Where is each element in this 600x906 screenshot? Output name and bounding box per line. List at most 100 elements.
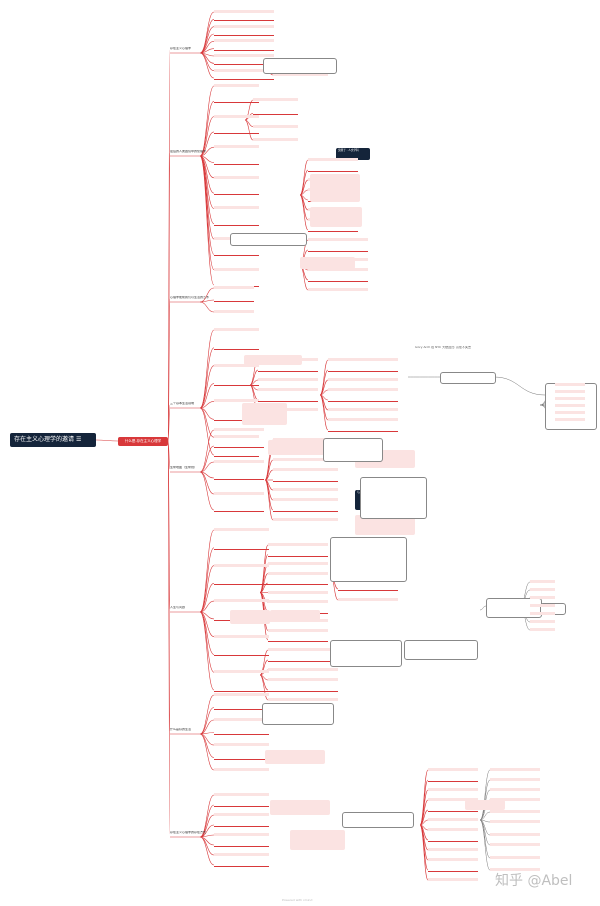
collapsed-node[interactable] <box>328 428 398 432</box>
collapsed-node[interactable] <box>268 688 338 692</box>
collapsed-node[interactable] <box>214 99 259 104</box>
collapsed-node[interactable] <box>214 731 269 735</box>
collapsed-node[interactable] <box>214 17 274 22</box>
collapsed-node[interactable] <box>268 553 328 557</box>
collapsed-node[interactable] <box>490 788 540 791</box>
collapsed-node[interactable] <box>268 581 328 585</box>
collapsed-node[interactable] <box>214 833 269 836</box>
collapsed-node[interactable] <box>214 599 269 603</box>
collapsed-node[interactable] <box>490 868 540 871</box>
collapsed-node[interactable] <box>214 652 269 657</box>
collapsed-node[interactable] <box>268 590 328 594</box>
collapsed-node[interactable] <box>338 598 398 601</box>
collapsed-node[interactable] <box>308 158 358 161</box>
collapsed-node[interactable] <box>490 768 540 771</box>
branch-label[interactable]: 什么是好的生活 <box>170 728 192 731</box>
collapsed-node[interactable] <box>253 138 298 141</box>
collapsed-node[interactable] <box>308 278 368 282</box>
collapsed-node[interactable] <box>308 288 368 291</box>
collapsed-node[interactable] <box>214 252 259 257</box>
collapsed-node[interactable] <box>214 492 264 495</box>
collapsed-node[interactable] <box>428 808 478 812</box>
collapsed-node[interactable] <box>428 838 478 842</box>
collapsed-node[interactable] <box>258 388 318 391</box>
collapsed-node[interactable] <box>268 562 328 565</box>
collapsed-node[interactable] <box>258 398 318 402</box>
collapsed-node[interactable] <box>328 378 398 381</box>
collapsed-node[interactable] <box>428 798 478 801</box>
collapsed-node[interactable] <box>328 418 398 421</box>
collapsed-node[interactable] <box>273 438 338 441</box>
branch-label[interactable]: 存在主义心理学 <box>170 47 192 50</box>
collapsed-node[interactable] <box>214 718 269 721</box>
branch-label[interactable]: 存在主义心理学的存在方式 <box>170 831 207 834</box>
collapsed-node[interactable] <box>214 399 259 403</box>
collapsed-node[interactable] <box>428 868 478 872</box>
collapsed-node[interactable] <box>214 382 259 386</box>
collapsed-node[interactable] <box>214 222 259 226</box>
collapsed-node[interactable] <box>214 191 259 196</box>
collapsed-node[interactable] <box>308 168 358 172</box>
collapsed-node[interactable] <box>338 587 398 591</box>
collapsed-node[interactable] <box>214 363 259 367</box>
collapsed-node[interactable] <box>214 743 269 746</box>
collapsed-node[interactable] <box>268 628 328 632</box>
branch-label[interactable]: 心理学能帮我们以生活的艺术 <box>170 296 210 299</box>
collapsed-node[interactable] <box>428 768 478 771</box>
branch-label[interactable]: 人生与问题 <box>170 606 186 609</box>
collapsed-node[interactable] <box>308 228 358 232</box>
collapsed-node[interactable] <box>214 453 259 457</box>
collapsed-node[interactable] <box>268 543 328 546</box>
collapsed-node[interactable] <box>273 508 338 512</box>
collapsed-node[interactable] <box>555 411 585 414</box>
collapsed-node[interactable] <box>253 124 298 128</box>
collapsed-node[interactable] <box>530 596 555 599</box>
collapsed-node[interactable] <box>273 498 338 501</box>
collapsed-node[interactable] <box>258 368 318 372</box>
collapsed-node[interactable] <box>214 863 269 867</box>
collapsed-node[interactable] <box>214 417 259 422</box>
collapsed-node[interactable] <box>328 408 398 411</box>
collapsed-node[interactable] <box>214 61 274 66</box>
collapsed-node[interactable] <box>490 820 540 823</box>
collapsed-node[interactable] <box>268 698 338 701</box>
collapsed-node[interactable] <box>268 638 328 642</box>
collapsed-node[interactable] <box>490 856 540 859</box>
collapsed-node[interactable] <box>214 444 264 448</box>
collapsed-node[interactable] <box>253 111 298 116</box>
collapsed-node[interactable] <box>530 604 555 607</box>
collapsed-node[interactable] <box>490 778 540 781</box>
collapsed-node[interactable] <box>268 678 338 681</box>
collapsed-node[interactable] <box>214 435 259 439</box>
collapsed-node[interactable] <box>273 73 328 76</box>
branch-label[interactable]: 生命地图（生命线） <box>170 466 198 469</box>
collapsed-node[interactable] <box>214 298 254 302</box>
collapsed-node[interactable] <box>268 571 328 575</box>
collapsed-node[interactable] <box>490 810 540 813</box>
collapsed-node[interactable] <box>308 268 368 271</box>
center-node[interactable]: 什么是-存在主义心理学 <box>118 437 168 446</box>
collapsed-node[interactable] <box>214 328 259 331</box>
collapsed-node[interactable] <box>273 468 338 471</box>
collapsed-node[interactable] <box>268 600 328 603</box>
collapsed-node[interactable] <box>214 10 274 13</box>
collapsed-node[interactable] <box>214 460 264 463</box>
collapsed-node[interactable] <box>214 286 254 289</box>
collapsed-node[interactable] <box>214 54 274 57</box>
highlight-note[interactable]: 觉醒于 · 人文学科 <box>336 148 370 160</box>
collapsed-node[interactable] <box>428 788 478 791</box>
collapsed-node[interactable] <box>428 878 478 881</box>
collapsed-node[interactable] <box>214 843 269 847</box>
collapsed-node[interactable] <box>273 488 338 491</box>
root-node[interactable]: 存在主义心理学的邀请☰ <box>10 433 96 447</box>
collapsed-node[interactable] <box>214 803 269 807</box>
collapsed-node[interactable] <box>214 563 269 567</box>
collapsed-node[interactable] <box>328 358 398 361</box>
collapsed-node[interactable] <box>555 397 585 400</box>
collapsed-node[interactable] <box>555 390 585 393</box>
collapsed-node[interactable] <box>214 161 259 165</box>
collapsed-node[interactable] <box>214 508 264 512</box>
collapsed-node[interactable] <box>328 388 398 391</box>
collapsed-node[interactable] <box>214 24 274 28</box>
collapsed-node[interactable] <box>214 145 259 149</box>
